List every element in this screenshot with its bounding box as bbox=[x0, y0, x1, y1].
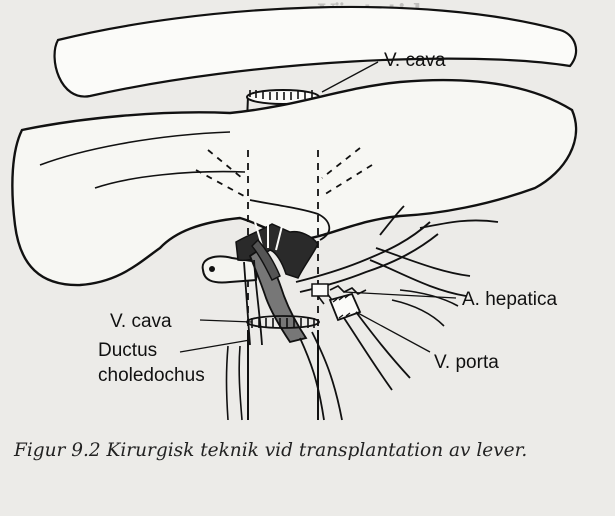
leader-v-porta bbox=[355, 311, 431, 353]
label-ductus-line2: choledochus bbox=[98, 365, 205, 386]
gallbladder-dot bbox=[209, 266, 215, 272]
liver-ridge bbox=[39, 131, 246, 189]
vena-cava-upper-suture bbox=[249, 90, 313, 100]
portal-vein bbox=[248, 246, 308, 344]
liver-fold bbox=[249, 199, 331, 241]
label-v-porta: V. porta bbox=[434, 352, 499, 373]
leader-ductus bbox=[179, 339, 251, 353]
common-bile-duct bbox=[243, 259, 263, 346]
portal-vein-stump bbox=[328, 292, 362, 322]
artery-anastomosis bbox=[311, 283, 329, 297]
vena-cava-hidden bbox=[247, 150, 319, 330]
leader-a-hepatica bbox=[343, 291, 457, 299]
hepatic-veins-hidden bbox=[195, 147, 373, 197]
label-vcava-bottom: V. cava bbox=[110, 311, 172, 332]
diaphragm bbox=[53, 5, 578, 98]
leader-vcava-bottom bbox=[199, 319, 253, 323]
portal-vein-stump-suture bbox=[332, 294, 351, 319]
portal-vein-inner bbox=[251, 238, 281, 281]
figure-caption: Figur 9.2 Kirurgisk teknik vid transplan… bbox=[14, 440, 528, 461]
mesenteric-vessels bbox=[299, 205, 499, 421]
label-ductus-line1: Ductus bbox=[98, 340, 157, 361]
vena-cava-lower bbox=[247, 330, 319, 420]
vessel-branch-right bbox=[391, 289, 459, 327]
hepatic-artery-branches bbox=[254, 220, 283, 251]
liver-transplant-diagram: V. cava A. hepatica V. cava Ductus chole… bbox=[11, 5, 578, 421]
liver bbox=[11, 78, 578, 287]
leader-vcava-top bbox=[321, 61, 379, 93]
label-vcava-top: V. cava bbox=[384, 50, 446, 71]
left-vessel-down bbox=[225, 345, 243, 421]
vena-cava-lower-suture bbox=[251, 318, 315, 328]
label-a-hepatica: A. hepatica bbox=[462, 289, 557, 310]
